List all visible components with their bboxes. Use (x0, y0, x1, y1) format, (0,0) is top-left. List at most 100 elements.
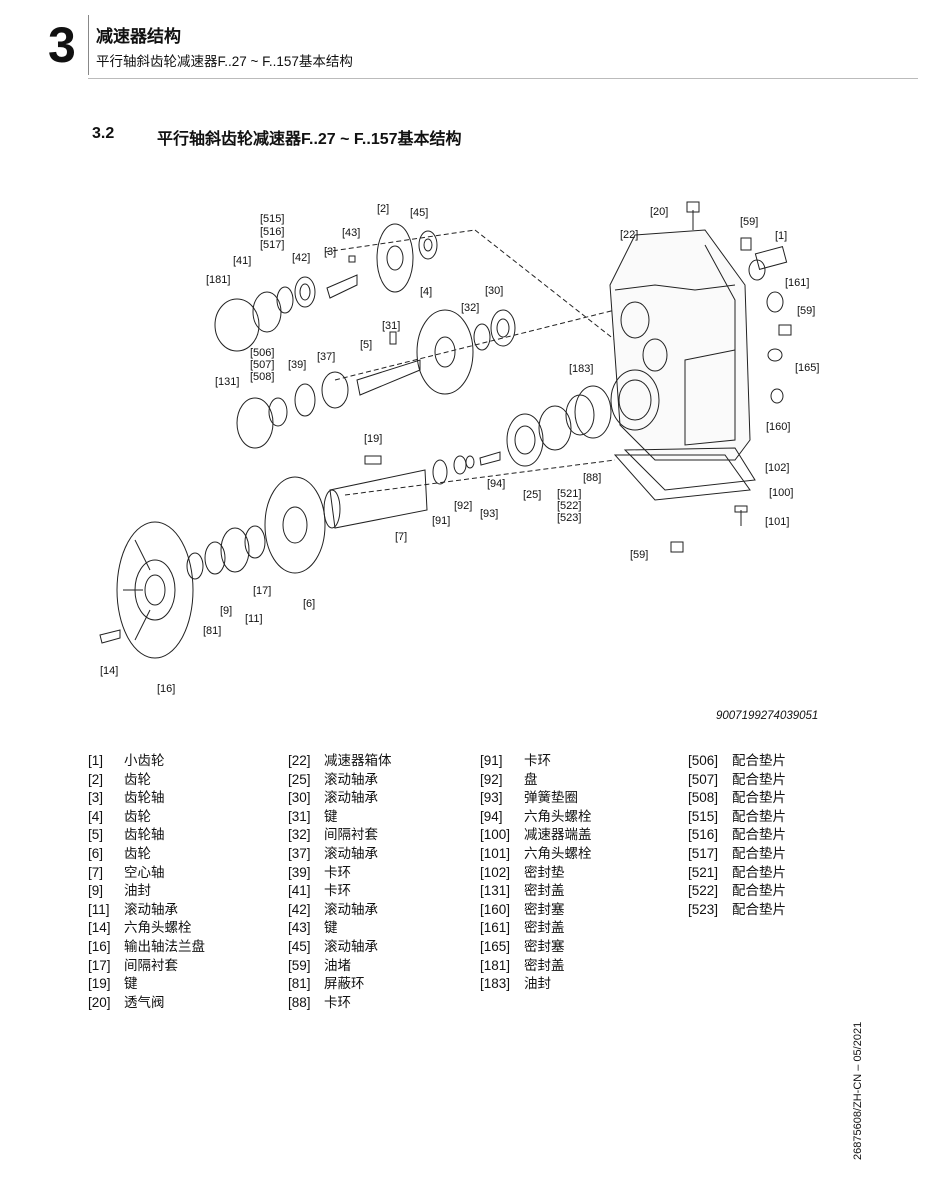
legend-item-label: 空心轴 (124, 864, 165, 880)
legend-item-number: [39] (288, 864, 311, 880)
legend-item-label: 密封塞 (524, 901, 565, 917)
legend-item: [4]齿轮 (88, 808, 151, 827)
callout-19: [19] (364, 433, 382, 445)
legend-item: [30]滚动轴承 (288, 789, 378, 808)
legend-item-number: [9] (88, 883, 104, 899)
legend-item: [37]滚动轴承 (288, 845, 378, 864)
legend-item: [523]配合垫片 (688, 901, 786, 920)
callout-88: [88] (583, 472, 601, 484)
callout-131: [131] (215, 376, 239, 388)
legend-item-number: [20] (88, 994, 111, 1010)
legend-item-label: 配合垫片 (732, 771, 786, 787)
legend-item-label: 间隔衬套 (124, 957, 178, 973)
callout-37: [37] (317, 351, 335, 363)
legend-item-label: 齿轮 (124, 808, 151, 824)
callout-20: [20] (650, 206, 668, 218)
callout-183: [183] (569, 363, 593, 375)
callout-94: [94] (487, 478, 505, 490)
legend-item: [6]齿轮 (88, 845, 151, 864)
legend-item: [22]减速器箱体 (288, 752, 392, 771)
legend-item-label: 六角头螺栓 (524, 808, 592, 824)
callout-4: [4] (420, 286, 432, 298)
callout-41: [41] (233, 255, 251, 267)
legend-item-number: [506] (688, 753, 719, 768)
callout-93: [93] (480, 508, 498, 520)
callout-3: [3] (324, 246, 336, 258)
legend-item: [59]油堵 (288, 957, 351, 976)
legend-item-label: 输出轴法兰盘 (124, 938, 205, 954)
callout-6: [6] (303, 598, 315, 610)
legend-item: [11]滚动轴承 (88, 901, 178, 920)
legend-item-number: [41] (288, 883, 311, 899)
callout-101: [101] (765, 516, 789, 528)
callout-14: [14] (100, 665, 118, 677)
legend-item: [507] 配合垫片 (688, 771, 786, 790)
callout-181: [181] (206, 274, 230, 286)
legend-item-label: 配合垫片 (732, 808, 786, 824)
legend-item: [14]六角头螺栓 (88, 919, 192, 938)
callout-515: [515] (260, 213, 284, 225)
callout-2: [2] (377, 203, 389, 215)
chapter-title: 减速器结构 (96, 27, 181, 46)
callout-506: [506] (250, 347, 274, 359)
legend-item-number: [30] (288, 790, 311, 806)
legend-item-number: [131] (480, 883, 511, 899)
callout-59-right: [59] (797, 305, 815, 317)
legend-item: [161]密封盖 (480, 919, 565, 938)
legend-item-number: [94] (480, 808, 503, 824)
legend-item-number: [22] (288, 753, 311, 768)
legend-item-label: 密封塞 (524, 938, 565, 954)
callout-81: [81] (203, 625, 221, 637)
callout-59-bottom: [59] (630, 549, 648, 561)
legend-item-number: [7] (88, 864, 104, 880)
legend-item: [88]卡环 (288, 994, 351, 1013)
callout-43: [43] (342, 227, 360, 239)
callout-5: [5] (360, 339, 372, 351)
legend-item: [522]配合垫片 (688, 882, 786, 901)
callout-30: [30] (485, 285, 503, 297)
legend-item: [3]齿轮轴 (88, 789, 165, 808)
legend-item-number: [16] (88, 938, 111, 954)
legend-item-label: 配合垫片 (732, 790, 786, 806)
callout-517: [517] (260, 239, 284, 251)
legend-item: [20]透气阀 (88, 994, 165, 1013)
legend-item-label: 密封垫 (524, 864, 565, 880)
callout-92: [92] (454, 500, 472, 512)
legend-item: [45]滚动轴承 (288, 938, 378, 957)
legend-item: [165]密封塞 (480, 938, 565, 957)
legend-item-number: [521] (688, 864, 719, 880)
legend-item-label: 配合垫片 (732, 827, 786, 843)
callout-522: [522] (557, 500, 581, 512)
legend-item-label: 齿轮轴 (124, 790, 165, 806)
legend-item-label: 配合垫片 (732, 845, 786, 861)
legend-item-number: [507] (688, 771, 719, 787)
legend-item-label: 密封盖 (524, 883, 565, 899)
legend-item-label: 油封 (124, 883, 151, 899)
callout-9: [9] (220, 605, 232, 617)
legend-item-number: [31] (288, 808, 311, 824)
legend-item-number: [59] (288, 957, 311, 973)
legend-item-label: 卡环 (324, 864, 351, 880)
section-title: 平行轴斜齿轮减速器F..27 ~ F..157基本结构 (157, 131, 462, 148)
legend-item-number: [17] (88, 957, 111, 973)
callout-508: [508] (250, 371, 274, 383)
legend-item: [31]键 (288, 808, 338, 827)
legend-item-label: 滚动轴承 (124, 901, 178, 917)
legend-item-label: 键 (124, 976, 138, 992)
legend-item-label: 小齿轮 (124, 753, 165, 768)
legend-item: [183]油封 (480, 975, 551, 994)
document-code: 26875608/ZH-CN – 05/2021 (852, 1021, 864, 1160)
legend-item: [9] 油封 (88, 882, 151, 901)
legend-item-label: 卡环 (324, 883, 351, 899)
legend-item-number: [93] (480, 790, 503, 806)
callout-160: [160] (766, 421, 790, 433)
legend-item-number: [515] (688, 808, 719, 824)
header-rule (88, 78, 918, 79)
legend-item-label: 滚动轴承 (324, 901, 378, 917)
legend-item-label: 减速器端盖 (524, 827, 592, 843)
legend-item: [517]配合垫片 (688, 845, 786, 864)
legend-item: [94] 六角头螺栓 (480, 808, 592, 827)
legend-item-number: [43] (288, 920, 311, 936)
callout-516: [516] (260, 226, 284, 238)
legend-item: [17] 间隔衬套 (88, 957, 178, 976)
